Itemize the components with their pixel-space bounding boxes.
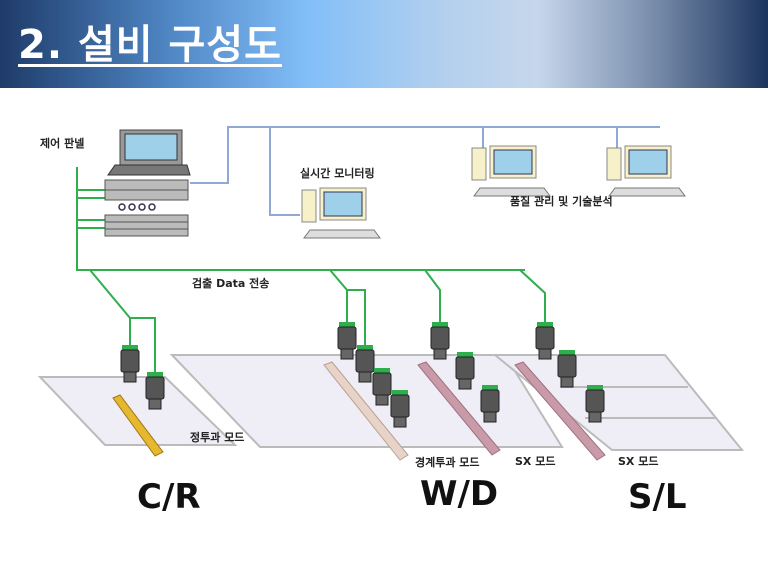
monitoring-pc-icon <box>301 187 381 239</box>
camera-icon <box>337 321 357 360</box>
wd-light-bar-1 <box>323 361 409 461</box>
camera-icon <box>480 384 500 423</box>
laptop-icon <box>107 129 191 176</box>
section-label-cr: C/R <box>137 477 201 517</box>
camera-icon <box>145 371 165 410</box>
section-label-wd: W/D <box>420 474 498 514</box>
camera-icon <box>430 321 450 360</box>
quality-label: 품질 관리 및 기술분석 <box>510 194 613 208</box>
mode-label: SX 모드 <box>515 455 555 468</box>
page-title: 2. 설비 구성도 <box>18 22 282 68</box>
title-banner: 2. 설비 구성도 <box>0 0 768 88</box>
wd-light-bar-2 <box>417 361 501 456</box>
camera-icon <box>535 321 555 360</box>
cr-conveyor-plane <box>37 376 238 446</box>
detection-network-lines <box>76 167 546 372</box>
camera-icon <box>120 344 140 383</box>
sl-light-bar <box>514 361 606 461</box>
camera-icon <box>557 349 577 388</box>
mode-label: 경계투과 모드 <box>415 455 480 469</box>
monitoring-label: 실시간 모니터링 <box>300 166 375 180</box>
quality-pc-icon <box>471 145 551 197</box>
cr-light-bar <box>112 394 164 457</box>
section-label-sl: S/L <box>628 477 687 517</box>
camera-icon <box>355 344 375 383</box>
camera-icon <box>455 351 475 390</box>
server-icon <box>104 179 189 237</box>
mode-label: SX 모드 <box>618 455 658 468</box>
camera-icon <box>390 389 410 428</box>
mode-label: 정투과 모드 <box>190 430 244 444</box>
camera-icon <box>585 384 605 423</box>
data-transfer-label: 검출 Data 전송 <box>192 276 269 290</box>
control-panel-label: 제어 판넬 <box>40 136 84 150</box>
camera-icon <box>372 367 392 406</box>
quality-pc-icon <box>606 145 686 197</box>
office-network-lines <box>190 126 660 216</box>
